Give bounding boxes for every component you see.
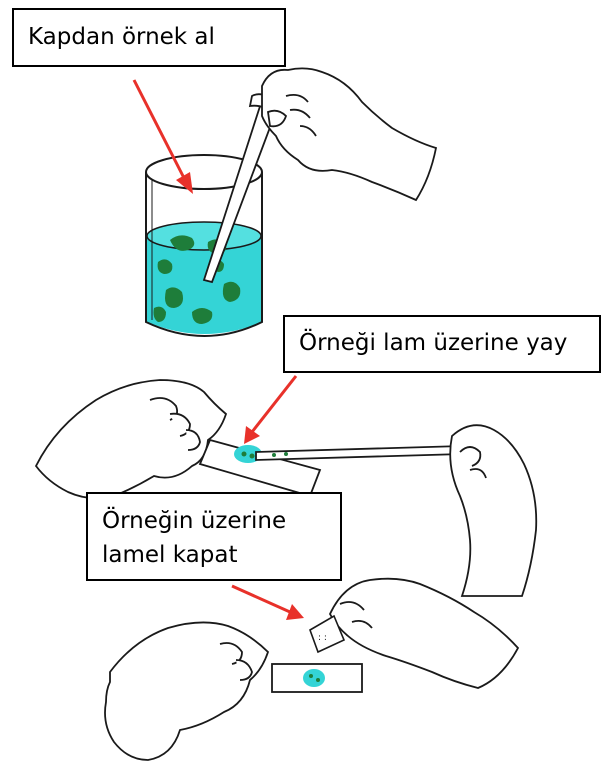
slide-icon	[200, 440, 320, 496]
slide-icon	[272, 664, 362, 692]
label-cover-line-2: lamel kapat	[102, 538, 326, 572]
label-cover-sample: Örneğin üzerine lamel kapat	[86, 492, 342, 581]
label-cover-line-1: Örneğin üzerine	[102, 504, 326, 538]
hand-icon	[450, 425, 536, 596]
svg-text:: :: : :	[318, 633, 327, 643]
arrow-icon	[134, 80, 193, 194]
label-spread-on-slide: Örneği lam üzerine yay	[283, 315, 601, 373]
label-take-sample: Kapdan örnek al	[12, 8, 286, 67]
hand-icon	[36, 380, 226, 498]
arrow-icon	[232, 586, 304, 620]
hand-icon	[105, 622, 268, 760]
arrow-icon	[244, 376, 296, 444]
label-spread-on-slide-text: Örneği lam üzerine yay	[299, 330, 567, 356]
dropper-icon	[256, 446, 462, 460]
label-take-sample-text: Kapdan örnek al	[28, 24, 215, 50]
hand-icon	[262, 68, 436, 200]
